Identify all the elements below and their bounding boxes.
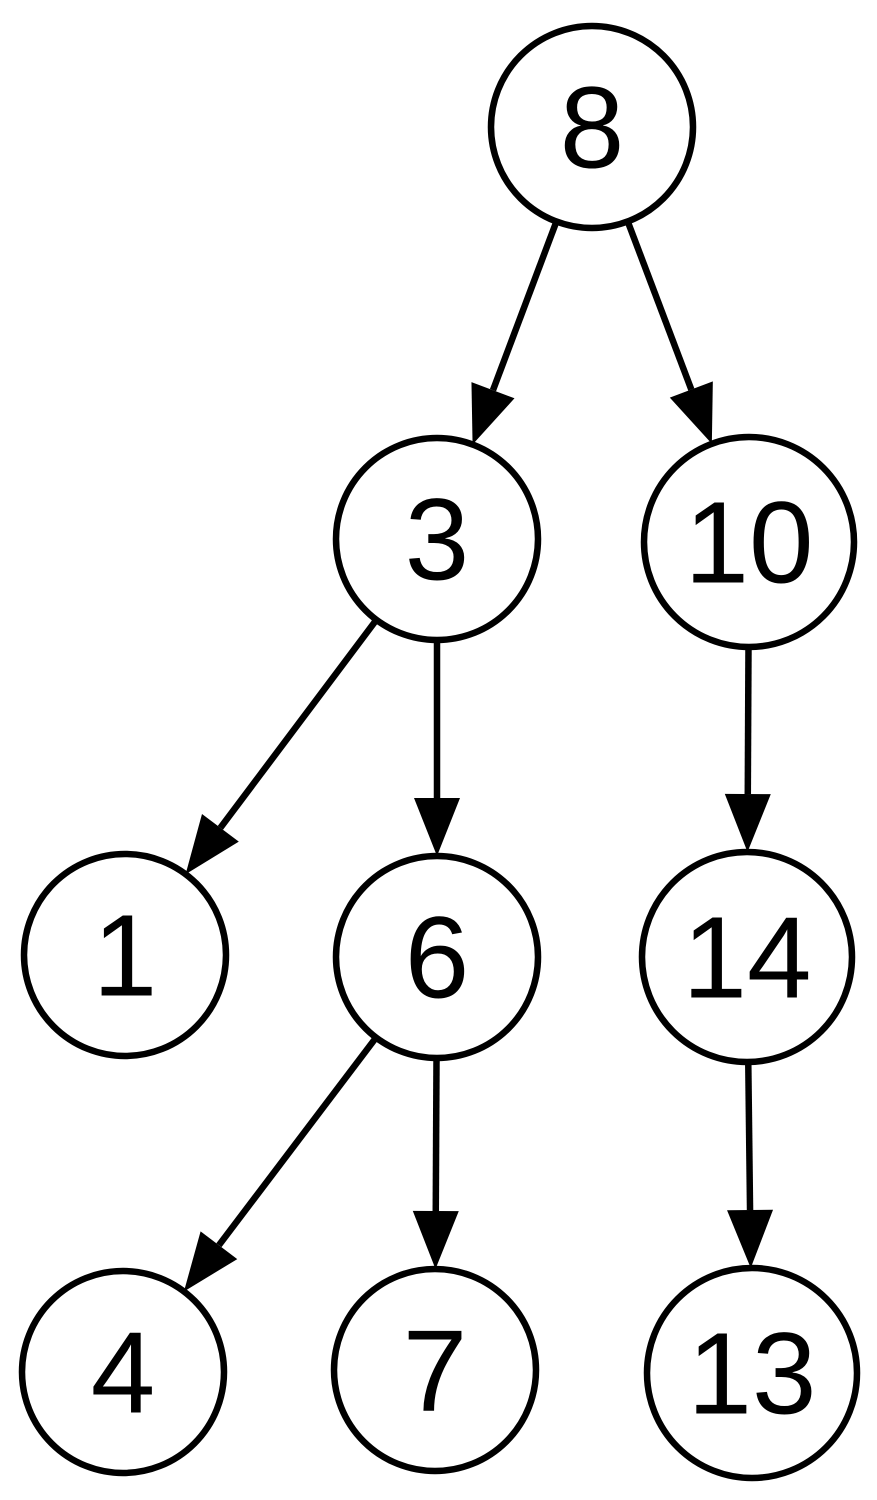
node-label: 10 (684, 478, 813, 608)
node-circle (332, 434, 542, 644)
node-circle (18, 1267, 228, 1477)
edge-line (432, 1057, 440, 1212)
edge-line (216, 1035, 379, 1248)
edge-line (745, 1061, 754, 1211)
node-label: 13 (687, 1309, 816, 1439)
edge-6-7 (412, 1057, 459, 1270)
tree-node-4: 4 (18, 1267, 228, 1477)
node-label: 4 (91, 1308, 156, 1438)
node-circle (332, 852, 542, 1062)
tree-node-8: 8 (487, 22, 697, 232)
node-circle (638, 848, 856, 1066)
node-label: 1 (93, 891, 158, 1021)
node-circle (20, 850, 230, 1060)
node-label: 6 (405, 893, 470, 1023)
edge-8-10 (624, 220, 713, 444)
tree-node-14: 14 (638, 848, 856, 1066)
node-circle (640, 433, 858, 651)
node-label: 3 (405, 475, 470, 605)
edge-line (489, 220, 560, 392)
tree-node-13: 13 (643, 1264, 861, 1482)
edge-line (217, 617, 379, 830)
edge-line (744, 646, 752, 795)
tree-node-3: 3 (332, 434, 542, 644)
arrowhead-icon (412, 1210, 459, 1270)
edge-10-14 (724, 646, 771, 853)
node-label: 7 (403, 1306, 468, 1436)
arrowhead-icon (724, 793, 771, 853)
edge-line (624, 220, 695, 391)
node-circle (487, 22, 697, 232)
tree-node-1: 1 (20, 850, 230, 1060)
arrowhead-icon (185, 814, 239, 875)
node-label: 14 (682, 893, 811, 1023)
edge-6-4 (183, 1035, 379, 1292)
tree-node-10: 10 (640, 433, 858, 651)
edge-14-13 (727, 1061, 774, 1269)
edge-3-1 (185, 617, 379, 875)
tree-node-7: 7 (330, 1265, 540, 1475)
node-circle (330, 1265, 540, 1475)
node-label: 8 (560, 63, 625, 193)
arrowhead-icon (183, 1231, 238, 1292)
edge-8-3 (471, 220, 560, 445)
node-circle (643, 1264, 861, 1482)
arrowhead-icon (669, 381, 713, 444)
arrowhead-icon (471, 382, 515, 445)
arrowhead-icon (414, 798, 460, 856)
arrowhead-icon (727, 1209, 774, 1269)
tree-node-6: 6 (332, 852, 542, 1062)
edge-3-6 (414, 640, 460, 856)
